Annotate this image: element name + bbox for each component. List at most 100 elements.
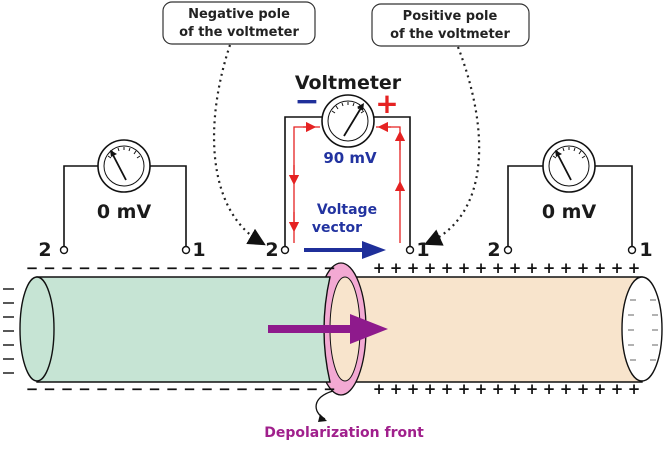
negative-charge: − xyxy=(253,380,266,398)
negative-pole-callout-line2: of the voltmeter xyxy=(179,25,299,40)
right-terminal-2: 2 xyxy=(487,239,500,261)
negative-charge: − xyxy=(96,380,109,398)
positive-charge: + xyxy=(441,380,454,398)
negative-charge: − xyxy=(26,259,39,277)
right-voltmeter: 0 mV 2 1 xyxy=(487,139,653,261)
middle-terminal-2: 2 xyxy=(265,239,278,261)
positive-charge: + xyxy=(390,259,403,277)
bottom-negative-charges: −−−−−−−−−−−−−−−−−− xyxy=(26,380,336,398)
voltage-vector: Voltage vector xyxy=(304,202,386,259)
left-voltmeter: 0 mV 2 1 xyxy=(38,139,206,261)
positive-charge: + xyxy=(373,380,386,398)
center-voltmeter: Voltmeter − + 90 mV 2 1 xyxy=(265,72,429,261)
top-negative-charges: −−−−−−−−−−−−−−−−−− xyxy=(26,259,336,277)
left-voltmeter-reading: 0 mV xyxy=(97,201,152,223)
left-end-ticks xyxy=(3,288,14,374)
depolarized-region xyxy=(36,276,331,383)
positive-charge: + xyxy=(577,259,590,277)
positive-pole-leader xyxy=(423,46,481,246)
voltage-vector-arrow xyxy=(304,241,386,259)
positive-charge: + xyxy=(407,259,420,277)
positive-charge: + xyxy=(611,380,624,398)
center-voltmeter-needle xyxy=(343,107,362,137)
negative-charge: − xyxy=(218,259,231,277)
negative-charge: − xyxy=(113,380,126,398)
positive-pole-callout: Positive pole of the voltmeter xyxy=(371,3,530,47)
positive-charge: + xyxy=(458,380,471,398)
right-voltmeter-reading: 0 mV xyxy=(542,201,597,223)
negative-charge: − xyxy=(306,259,319,277)
negative-charge: − xyxy=(236,380,249,398)
positive-charge: + xyxy=(577,380,590,398)
bottom-positive-charges: ++++++++++++++++ xyxy=(373,380,641,398)
positive-charge: + xyxy=(424,259,437,277)
cell-fiber xyxy=(19,262,663,396)
positive-charge: + xyxy=(560,380,573,398)
negative-charge: − xyxy=(218,380,231,398)
negative-charge: − xyxy=(148,259,161,277)
negative-charge: − xyxy=(43,259,56,277)
depolarization-front-callout: Depolarization front xyxy=(264,390,424,441)
right-terminal-1: 1 xyxy=(639,239,652,261)
positive-charge: + xyxy=(407,380,420,398)
negative-charge: − xyxy=(201,380,214,398)
voltmeter-minus-sign: − xyxy=(294,84,319,119)
negative-charge: − xyxy=(236,259,249,277)
voltage-vector-label-line2: vector xyxy=(312,220,362,236)
negative-charge: − xyxy=(183,380,196,398)
positive-charge: + xyxy=(475,380,488,398)
positive-charge: + xyxy=(424,380,437,398)
top-positive-charges: ++++++++++++++++ xyxy=(373,259,641,277)
negative-charge: − xyxy=(131,259,144,277)
negative-pole-callout-line1: Negative pole xyxy=(188,7,290,22)
left-terminal-2: 2 xyxy=(38,239,51,261)
negative-pole-leader xyxy=(213,44,266,246)
positive-charge: + xyxy=(509,380,522,398)
positive-charge: + xyxy=(509,259,522,277)
negative-charge: − xyxy=(61,380,74,398)
center-voltmeter-reading: 90 mV xyxy=(323,149,377,167)
negative-charge: − xyxy=(271,380,284,398)
negative-charge: − xyxy=(166,259,179,277)
positive-charge: + xyxy=(526,380,539,398)
negative-charge: − xyxy=(271,259,284,277)
negative-charge: − xyxy=(306,380,319,398)
left-terminal-1: 1 xyxy=(192,239,205,261)
negative-charge: − xyxy=(113,259,126,277)
negative-charge: − xyxy=(78,259,91,277)
positive-charge: + xyxy=(594,259,607,277)
depolarization-front-label: Depolarization front xyxy=(264,425,424,441)
positive-charge: + xyxy=(543,259,556,277)
positive-pole-callout-line1: Positive pole xyxy=(403,9,498,24)
positive-pole-callout-line2: of the voltmeter xyxy=(390,27,510,42)
middle-terminal-1: 1 xyxy=(416,239,429,261)
negative-charge: − xyxy=(201,259,214,277)
positive-charge: + xyxy=(560,259,573,277)
positive-charge: + xyxy=(458,259,471,277)
negative-charge: − xyxy=(43,380,56,398)
fiber-open-end xyxy=(621,276,663,382)
negative-charge: − xyxy=(323,259,336,277)
positive-charge: + xyxy=(492,259,505,277)
negative-charge: − xyxy=(131,380,144,398)
negative-charge: − xyxy=(183,259,196,277)
positive-charge: + xyxy=(441,259,454,277)
depolarization-arrow xyxy=(268,314,388,344)
negative-charge: − xyxy=(288,380,301,398)
negative-charge: − xyxy=(166,380,179,398)
negative-charge: − xyxy=(323,380,336,398)
positive-charge: + xyxy=(594,380,607,398)
positive-charge: + xyxy=(475,259,488,277)
positive-charge: + xyxy=(373,259,386,277)
positive-charge: + xyxy=(611,259,624,277)
negative-charge: − xyxy=(148,380,161,398)
positive-charge: + xyxy=(543,380,556,398)
voltmeter-plus-sign: + xyxy=(375,87,398,120)
right-voltmeter-needle xyxy=(557,154,572,181)
positive-charge: + xyxy=(526,259,539,277)
voltage-vector-label-line1: Voltage xyxy=(317,202,377,218)
positive-charge: + xyxy=(492,380,505,398)
negative-charge: − xyxy=(96,259,109,277)
negative-charge: − xyxy=(288,259,301,277)
